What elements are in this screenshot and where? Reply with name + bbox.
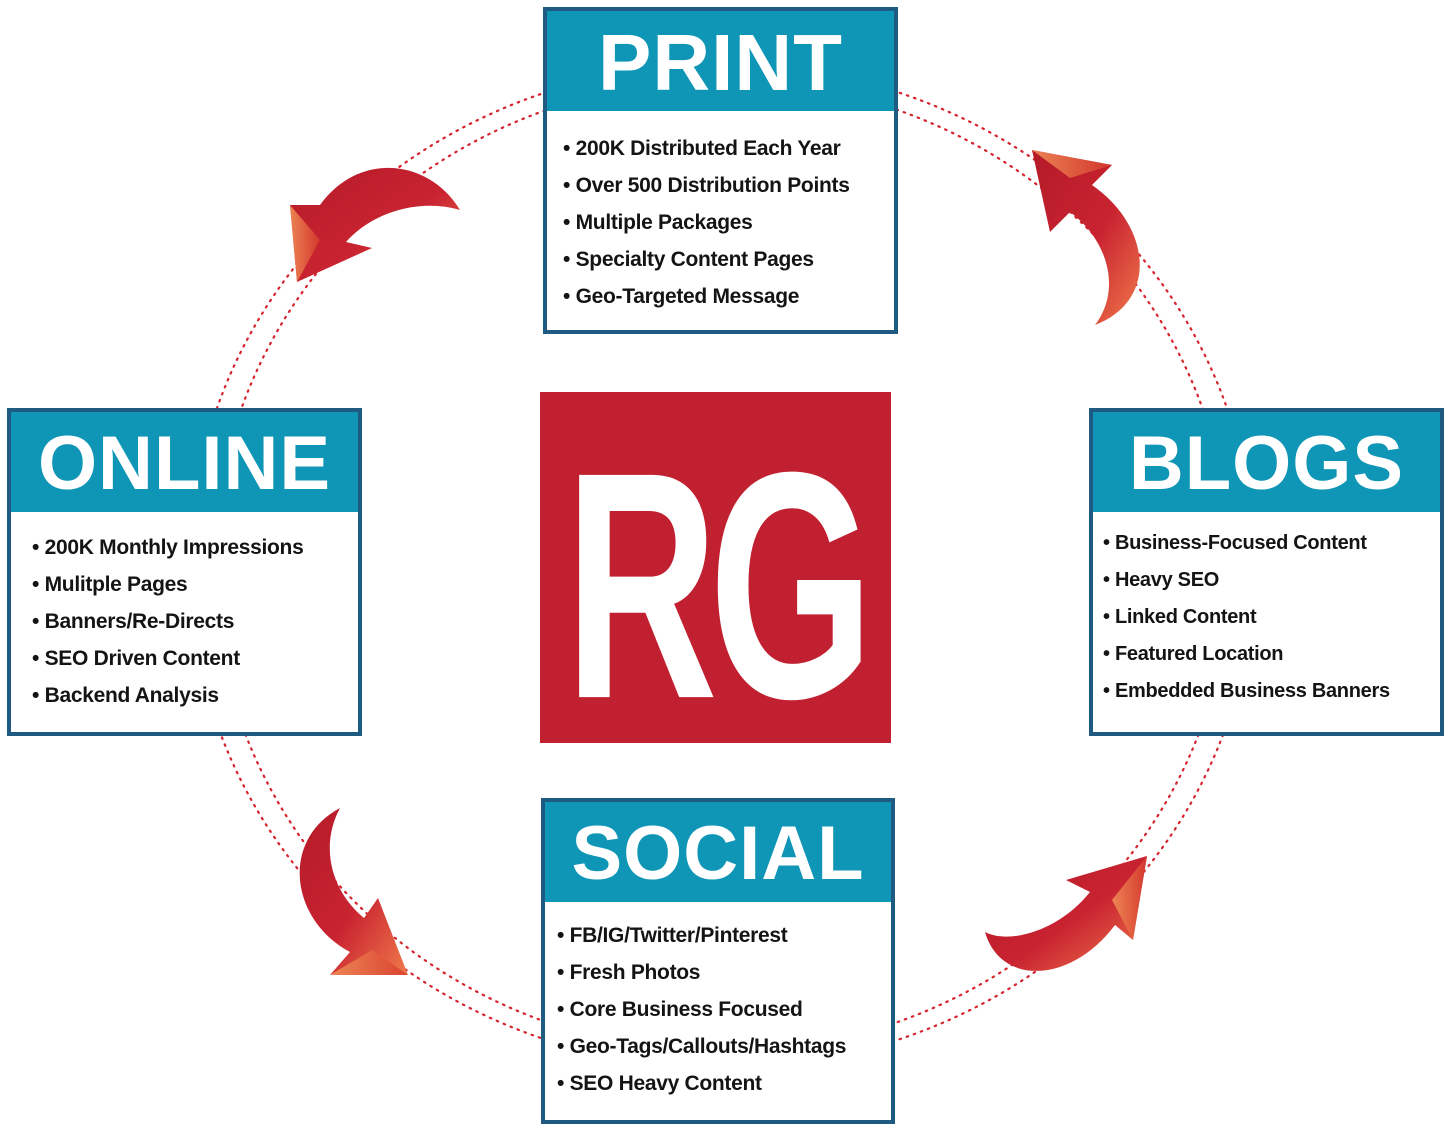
blogs-feature-item: Heavy SEO bbox=[1103, 562, 1440, 599]
social-feature-item: Core Business Focused bbox=[557, 991, 891, 1028]
blogs-feature-item: Linked Content bbox=[1103, 599, 1440, 636]
social-feature-item: SEO Heavy Content bbox=[557, 1065, 891, 1102]
online-feature-list: 200K Monthly Impressions Mulitple Pages … bbox=[11, 512, 358, 714]
online-feature-item: Mulitple Pages bbox=[32, 566, 358, 603]
blogs-feature-item: Business-Focused Content bbox=[1103, 525, 1440, 562]
print-feature-item: Over 500 Distribution Points bbox=[563, 167, 894, 204]
online-card: ONLINE 200K Monthly Impressions Mulitple… bbox=[7, 408, 362, 736]
blogs-card: BLOGS Business-Focused Content Heavy SEO… bbox=[1089, 408, 1444, 736]
print-feature-item: Multiple Packages bbox=[563, 204, 894, 241]
print-title: PRINT bbox=[547, 11, 894, 111]
print-feature-item: Specialty Content Pages bbox=[563, 241, 894, 278]
social-feature-item: Fresh Photos bbox=[557, 954, 891, 991]
social-card: SOCIAL FB/IG/Twitter/Pinterest Fresh Pho… bbox=[541, 798, 895, 1124]
arrow-social-to-blogs bbox=[985, 856, 1147, 971]
online-title: ONLINE bbox=[11, 412, 358, 512]
arrow-blogs-to-print bbox=[1032, 150, 1140, 325]
print-feature-item: 200K Distributed Each Year bbox=[563, 130, 894, 167]
blogs-feature-list: Business-Focused Content Heavy SEO Linke… bbox=[1093, 512, 1440, 710]
social-feature-item: Geo-Tags/Callouts/Hashtags bbox=[557, 1028, 891, 1065]
online-feature-item: 200K Monthly Impressions bbox=[32, 529, 358, 566]
rg-logo-text: RG bbox=[565, 406, 865, 743]
blogs-title: BLOGS bbox=[1093, 412, 1440, 512]
print-card: PRINT 200K Distributed Each Year Over 50… bbox=[543, 7, 898, 334]
online-feature-item: SEO Driven Content bbox=[32, 640, 358, 677]
online-feature-item: Backend Analysis bbox=[32, 677, 358, 714]
rg-logo-lettering: RG bbox=[565, 406, 879, 743]
print-feature-list: 200K Distributed Each Year Over 500 Dist… bbox=[547, 111, 894, 315]
blogs-feature-item: Embedded Business Banners bbox=[1103, 673, 1440, 710]
social-title: SOCIAL bbox=[545, 802, 891, 902]
rg-logo: RG bbox=[540, 392, 891, 743]
arrow-online-to-social bbox=[299, 808, 408, 975]
print-feature-item: Geo-Targeted Message bbox=[563, 278, 894, 315]
social-feature-list: FB/IG/Twitter/Pinterest Fresh Photos Cor… bbox=[545, 902, 891, 1102]
online-feature-item: Banners/Re-Directs bbox=[32, 603, 358, 640]
social-feature-item: FB/IG/Twitter/Pinterest bbox=[557, 917, 891, 954]
blogs-feature-item: Featured Location bbox=[1103, 636, 1440, 673]
arrow-print-to-online bbox=[290, 167, 460, 282]
